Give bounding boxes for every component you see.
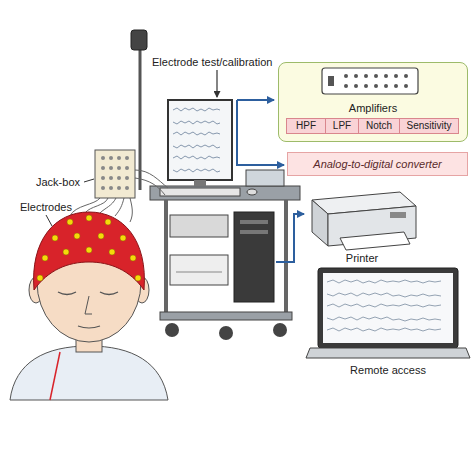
filter-cell: Notch [358, 118, 400, 134]
filter-cell: LPF [325, 118, 359, 134]
device-label: Remote access [350, 364, 426, 377]
converter-box: Analog-to-digital converter [287, 152, 468, 176]
device-label: Printer [346, 252, 378, 265]
box-text: Sensitivity [406, 120, 451, 131]
setting-cell: Sensitivity [399, 118, 459, 134]
callout-label: Electrode test/calibration [152, 56, 272, 69]
panel-title: Amplifiers [279, 102, 467, 115]
box-text: LPF [333, 120, 351, 131]
amplifier-panel: AmplifiersHPF LPF Notch Sensitivity [278, 62, 468, 142]
callout-label: Electrodes [20, 201, 72, 214]
filter-cell: HPF [286, 118, 326, 134]
box-text: HPF [296, 120, 316, 131]
box-text: Analog-to-digital converter [313, 158, 441, 170]
box-text: Notch [366, 120, 392, 131]
callout-label: Jack-box [36, 176, 80, 189]
